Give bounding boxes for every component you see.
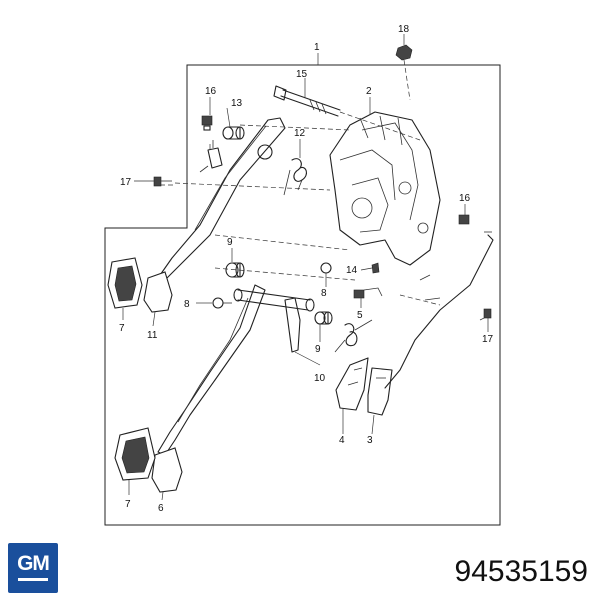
pivot-bolt — [273, 85, 341, 117]
callout-9-lower: 9 — [315, 344, 321, 355]
callout-1: 1 — [314, 42, 320, 53]
callout-7-lower: 7 — [125, 499, 131, 510]
pedal-bracket — [329, 111, 441, 266]
stop-lamp-switch — [199, 140, 223, 173]
callout-13: 13 — [231, 98, 243, 109]
brake-pedal-arm — [157, 284, 266, 456]
leader-lines — [122, 34, 489, 501]
bushing-lower — [314, 311, 333, 325]
callout-14: 14 — [346, 265, 358, 276]
brake-pedal-pad — [151, 447, 183, 493]
assembly-frame — [104, 64, 501, 526]
callout-18: 18 — [398, 24, 410, 35]
clutch-pedal-arm — [157, 117, 286, 281]
callout-11: 11 — [147, 330, 158, 341]
pedal-pad-3 — [367, 367, 393, 416]
nut-18 — [395, 44, 413, 101]
callout-4: 4 — [339, 435, 345, 446]
screw-17-left — [153, 176, 172, 187]
callout-8-lower: 8 — [184, 299, 190, 310]
callout-10: 10 — [314, 373, 326, 384]
screw-17-right — [483, 308, 492, 319]
clip-16-upper — [201, 115, 213, 131]
brake-pivot-tube — [233, 288, 315, 312]
callout-6: 6 — [158, 503, 164, 514]
callout-17-right: 17 — [482, 334, 494, 345]
callout-5: 5 — [357, 310, 363, 321]
gm-logo: GM — [8, 543, 58, 593]
bushing-upper — [225, 262, 245, 278]
pedal-pad-4 — [335, 357, 369, 411]
callout-2: 2 — [366, 86, 372, 97]
clip-14 — [371, 262, 380, 274]
callout-16-upper: 16 — [205, 86, 217, 97]
pedal-assembly-diagram: 1 2 3 4 5 6 7 7 8 8 9 9 10 11 12 13 14 1… — [104, 24, 501, 526]
callout-8-upper: 8 — [321, 288, 327, 299]
callout-17-left: 17 — [120, 177, 132, 188]
callout-7-upper: 7 — [119, 323, 125, 334]
return-spring-lower — [334, 319, 373, 353]
clip-5 — [353, 287, 383, 299]
bushing-13 — [222, 126, 245, 140]
callout-9-upper: 9 — [227, 237, 233, 248]
gm-logo-text: GM — [17, 552, 50, 575]
pedal-rubber-upper — [107, 257, 143, 309]
callout-15: 15 — [296, 69, 308, 80]
callout-12: 12 — [294, 128, 306, 139]
return-spring-upper — [283, 158, 308, 196]
link-bracket — [284, 297, 301, 353]
part-number: 94535159 — [454, 555, 588, 588]
clip-16-right — [458, 214, 470, 225]
callout-3: 3 — [367, 435, 373, 446]
clutch-pedal-pad — [143, 271, 173, 313]
accelerator-rod — [384, 231, 494, 389]
gm-logo-underline — [18, 578, 48, 581]
pedal-rubber-lower — [114, 427, 156, 481]
pin-8-lower — [212, 297, 232, 309]
callout-16-right: 16 — [459, 193, 471, 204]
pin-8-upper — [320, 262, 332, 274]
